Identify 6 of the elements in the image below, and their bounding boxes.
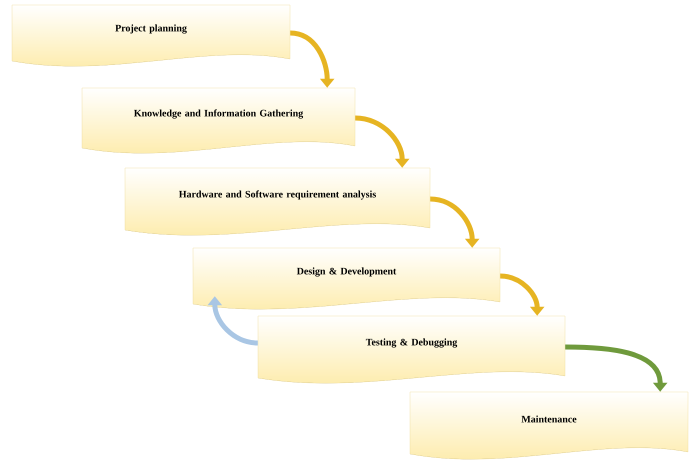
document-box: Design & Development [192, 248, 500, 310]
document-box: Maintenance [410, 392, 688, 460]
document-box: Testing & Debugging [258, 316, 566, 384]
document-box: Knowledge and Information Gathering [82, 88, 356, 154]
document-box: Project planning [12, 4, 290, 66]
document-box: Hardware and Software requirement analysis [124, 168, 430, 236]
